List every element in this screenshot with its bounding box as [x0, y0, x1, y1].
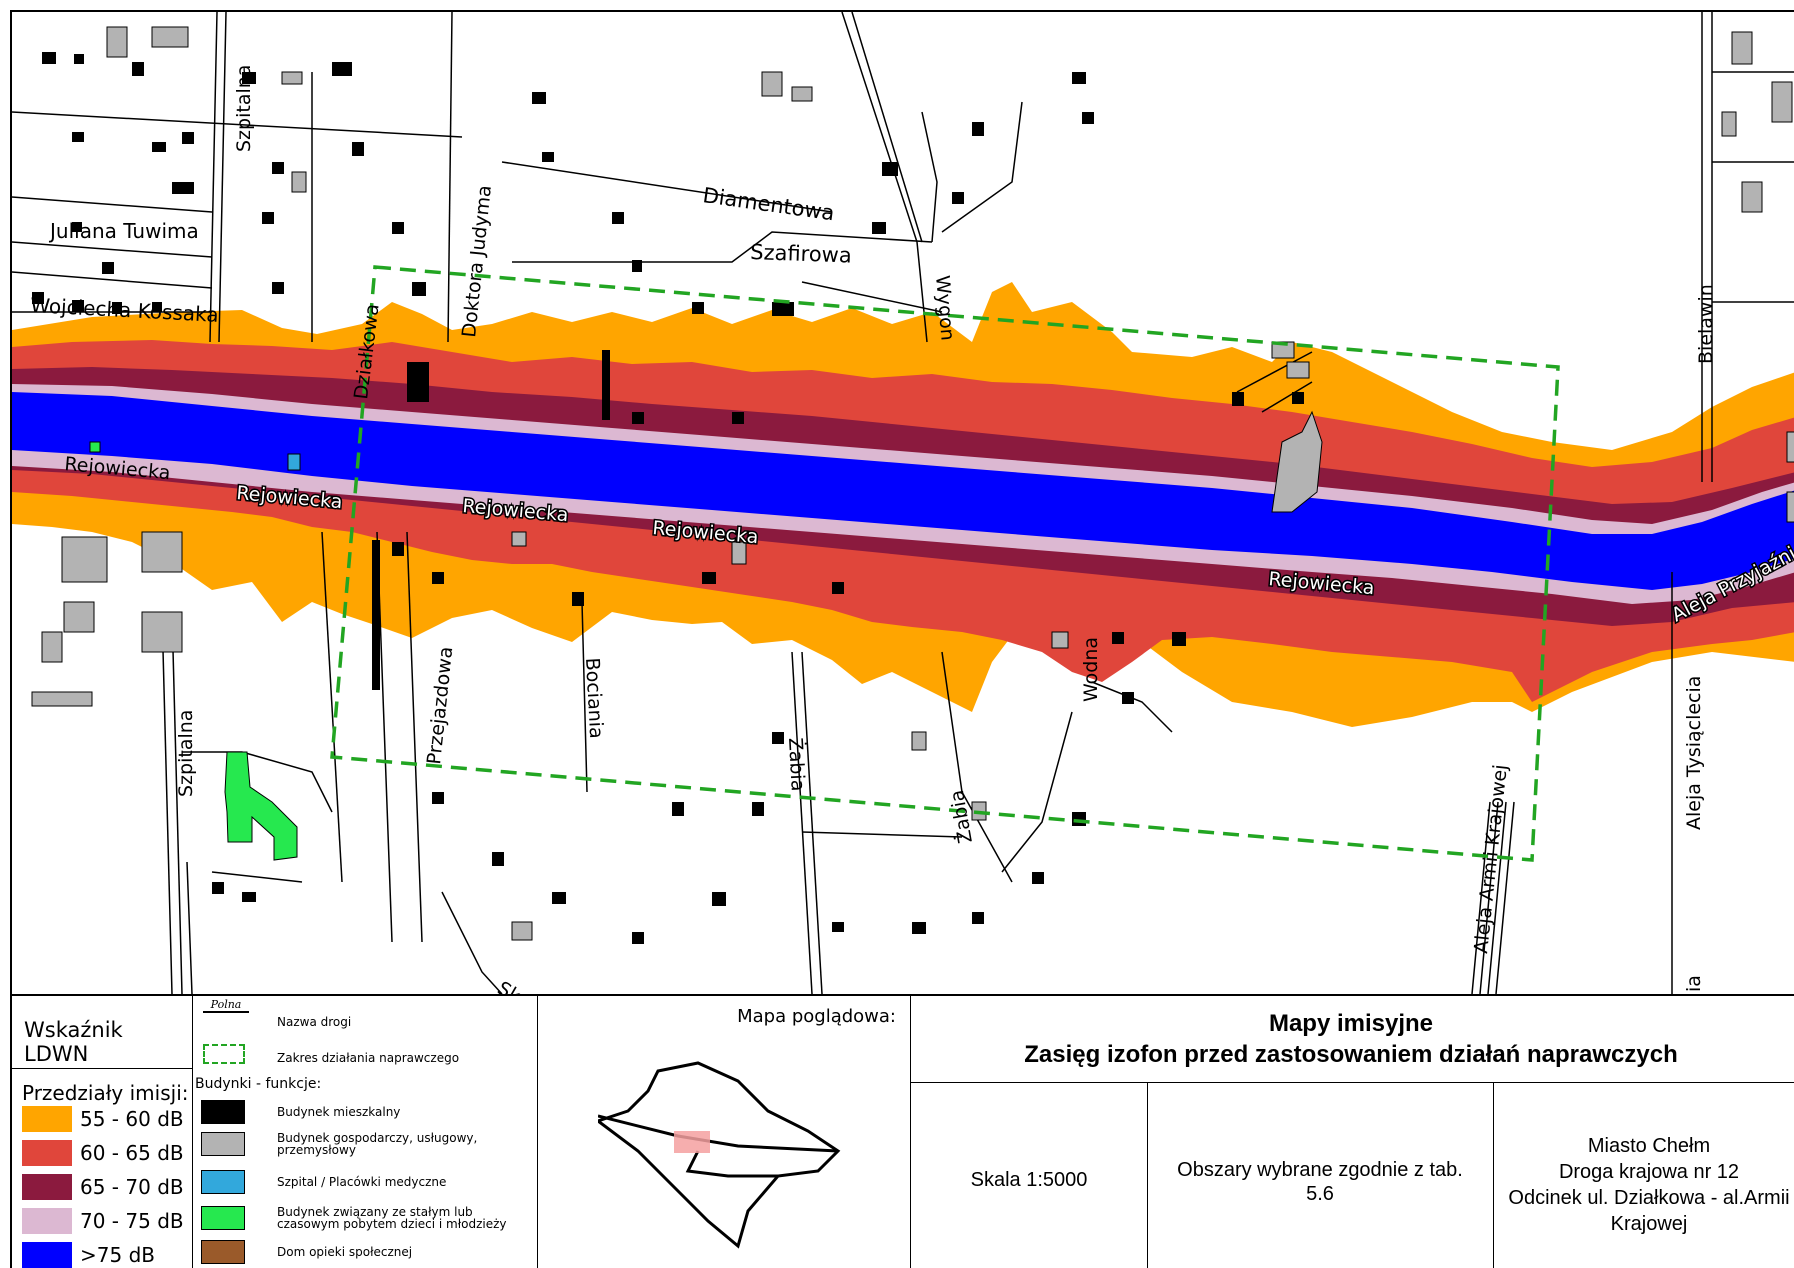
location-road: Droga krajowa nr 12	[1558, 1161, 1740, 1183]
location-section: Odcinek ul. Działkowa - al.Armii	[1508, 1187, 1790, 1209]
range-swatch	[22, 1242, 72, 1268]
street-label-szpitalna-n: Szpitalna	[233, 65, 255, 152]
street-label-bielawin: Bielawin	[1695, 284, 1717, 364]
range-item-65-70: 65 - 70 dB	[22, 1173, 184, 1201]
action-zone-label: Zakres działania naprawczego	[277, 1051, 460, 1065]
legend-building-commercial: Budynek gospodarczy, usługowy, przemysło…	[201, 1132, 527, 1156]
map-sheet: Szpitalna Juliana Tuwima Wojciecha Kossa…	[10, 10, 1794, 1268]
location-city: Miasto Chełm	[1587, 1135, 1711, 1157]
legend-building-medical: Szpital / Placówki medyczne	[201, 1170, 446, 1194]
buildings-title: Budynki - funkcje:	[195, 1076, 322, 1092]
legend-building-residential: Budynek mieszkalny	[201, 1100, 400, 1124]
location-end: Krajowej	[1610, 1213, 1688, 1235]
street-label-zabia-1: Żabia	[784, 737, 810, 792]
location-info: Miasto Chełm Droga krajowa nr 12 Odcinek…	[1499, 1133, 1794, 1237]
title-block: Mapy imisyjne Zasięg izofon przed zastos…	[911, 996, 1794, 1268]
street-label-szafirowa: Szafirowa	[750, 240, 852, 268]
street-label-aleja-tysiaclecia: Aleja Tysiąclecia	[1683, 676, 1705, 830]
overview-highlight	[674, 1131, 710, 1153]
range-item-55-60: 55 - 60 dB	[22, 1105, 184, 1133]
children-buildings	[89, 441, 298, 861]
range-swatch	[22, 1140, 72, 1166]
overview-map-panel: Mapa poglądowa:	[538, 996, 910, 1268]
overview-map	[598, 1061, 841, 1249]
medical-building	[287, 453, 301, 471]
range-swatch	[22, 1106, 72, 1132]
ranges-title: Przedziały imisji:	[22, 1081, 189, 1105]
street-label-bociania: Bociania	[581, 657, 607, 739]
indicator-label: Wskaźnik LDWN	[24, 1018, 123, 1066]
road-name-label: Nazwa drogi	[277, 1015, 352, 1029]
title-line-2: Zasięg izofon przed zastosowaniem działa…	[1024, 1041, 1678, 1068]
street-network	[12, 12, 1794, 994]
legend-bar: Wskaźnik LDWN Przedziały imisji: 55 - 60…	[12, 994, 1794, 1268]
range-item-60-65: 60 - 65 dB	[22, 1139, 184, 1167]
road-sample: Polna	[203, 998, 249, 1013]
map-title: Mapy imisyjne Zasięg izofon przed zastos…	[911, 1008, 1791, 1070]
range-item-75-plus: >75 dB	[22, 1241, 155, 1268]
symbols-legend: Polna Nazwa drogi Zakres działania napra…	[193, 996, 537, 1268]
action-zone-swatch	[203, 1044, 245, 1064]
street-label-partial-br: ia	[1683, 975, 1705, 992]
range-swatch	[22, 1208, 72, 1234]
areas-label: Obszary wybrane zgodnie z tab. 5.6	[1177, 1159, 1463, 1205]
legend-building-care-home: Dom opieki społecznej	[201, 1240, 412, 1264]
range-item-70-75: 70 - 75 dB	[22, 1207, 184, 1235]
action-zone-boundary	[330, 265, 1560, 862]
title-line-1: Mapy imisyjne	[1268, 1010, 1434, 1037]
scale-label: Skala 1:5000	[970, 1169, 1088, 1191]
street-label-wodna: Wodna	[1080, 637, 1102, 702]
noise-map: Szpitalna Juliana Tuwima Wojciecha Kossa…	[12, 12, 1794, 994]
noise-ranges-legend: Wskaźnik LDWN Przedziały imisji: 55 - 60…	[12, 996, 192, 1268]
street-label-juliana-tuwima: Juliana Tuwima	[48, 219, 199, 243]
overview-title: Mapa poglądowa:	[737, 1006, 896, 1027]
street-label-szpitalna-s: Szpitalna	[175, 710, 197, 797]
commercial-buildings	[31, 26, 1794, 941]
legend-building-children: Budynek związany ze stałym lub czasowym …	[201, 1206, 527, 1230]
noise-band-75-plus	[12, 392, 1794, 590]
range-swatch	[22, 1174, 72, 1200]
